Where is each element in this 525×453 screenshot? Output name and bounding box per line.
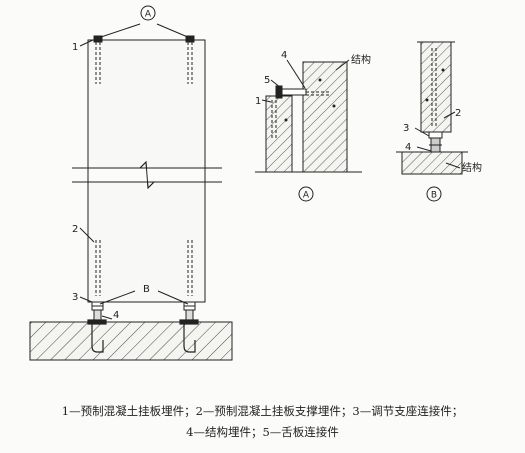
detail-a-id: A <box>303 191 310 201</box>
callout-b-text: B <box>143 284 150 295</box>
label-1: 1 <box>72 42 78 53</box>
detail-a-label-5: 5 <box>264 75 270 86</box>
callout-a <box>97 5 191 39</box>
caption-line-2: 4—结构埋件；5—舌板连接件 <box>186 425 339 439</box>
label-3: 3 <box>72 292 78 303</box>
callout-a-text: A <box>145 10 152 20</box>
detail-a-label-1: 1 <box>255 96 261 107</box>
support-connectors <box>91 301 196 323</box>
detail-a-structure-label: 结构 <box>351 53 371 66</box>
detail-b <box>396 41 468 202</box>
panel-embed-top <box>93 35 195 84</box>
label-4: 4 <box>113 310 119 321</box>
detail-a-label-4: 4 <box>281 50 287 61</box>
detail-b-label-2: 2 <box>455 108 461 119</box>
detail-a-panel <box>265 95 293 173</box>
caption-line-1: 1—预制混凝土挂板埋件；2—预制混凝土挂板支撑埋件；3—调节支座连接件； <box>61 404 464 418</box>
detail-b-id: B <box>431 191 437 201</box>
panel-embed-bottom <box>95 240 193 296</box>
structure-slab <box>29 321 233 361</box>
label-2: 2 <box>72 224 78 235</box>
detail-b-structure-label: 结构 <box>462 161 482 174</box>
detail-b-label-3: 3 <box>403 123 409 134</box>
detail-a <box>255 59 362 202</box>
main-elevation <box>29 5 233 361</box>
structure-embeds <box>87 319 199 353</box>
callout-b <box>99 290 189 305</box>
detail-a-structure <box>302 61 348 173</box>
detail-b-label-4: 4 <box>405 142 411 153</box>
detail-b-structure <box>401 151 463 175</box>
